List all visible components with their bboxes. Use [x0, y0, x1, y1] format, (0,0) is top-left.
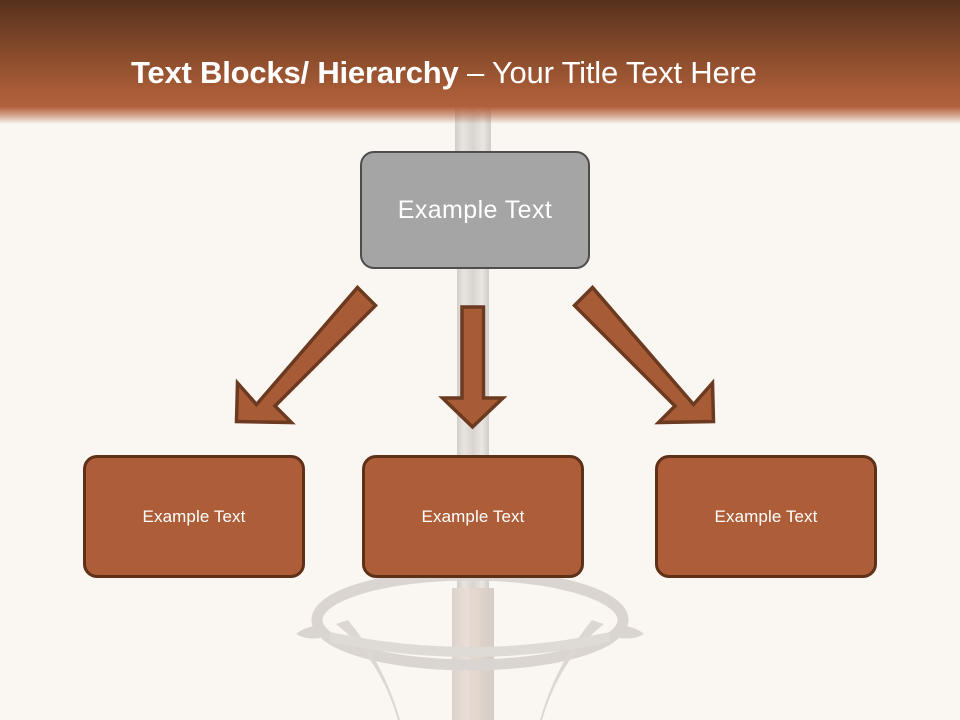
title-band: [0, 0, 960, 124]
arrow-down-icon: [438, 305, 508, 430]
hierarchy-root-node[interactable]: Example Text: [360, 151, 590, 269]
hierarchy-child-node-1[interactable]: Example Text: [83, 455, 305, 578]
hierarchy-child-label-3: Example Text: [714, 506, 818, 526]
arrow-down-left-icon: [234, 284, 378, 425]
page-title: Text Blocks/ Hierarchy – Your Title Text…: [131, 54, 891, 92]
page-title-strong: Text Blocks/ Hierarchy: [131, 55, 467, 90]
hierarchy-child-node-2[interactable]: Example Text: [362, 455, 584, 578]
hierarchy-child-label-2: Example Text: [421, 506, 525, 526]
page-title-rest: – Your Title Text Here: [466, 55, 757, 90]
arrow-down-right-icon: [572, 284, 716, 425]
hierarchy-child-node-3[interactable]: Example Text: [655, 455, 877, 578]
hierarchy-root-label: Example Text: [397, 195, 553, 224]
hierarchy-child-label-1: Example Text: [142, 506, 246, 526]
